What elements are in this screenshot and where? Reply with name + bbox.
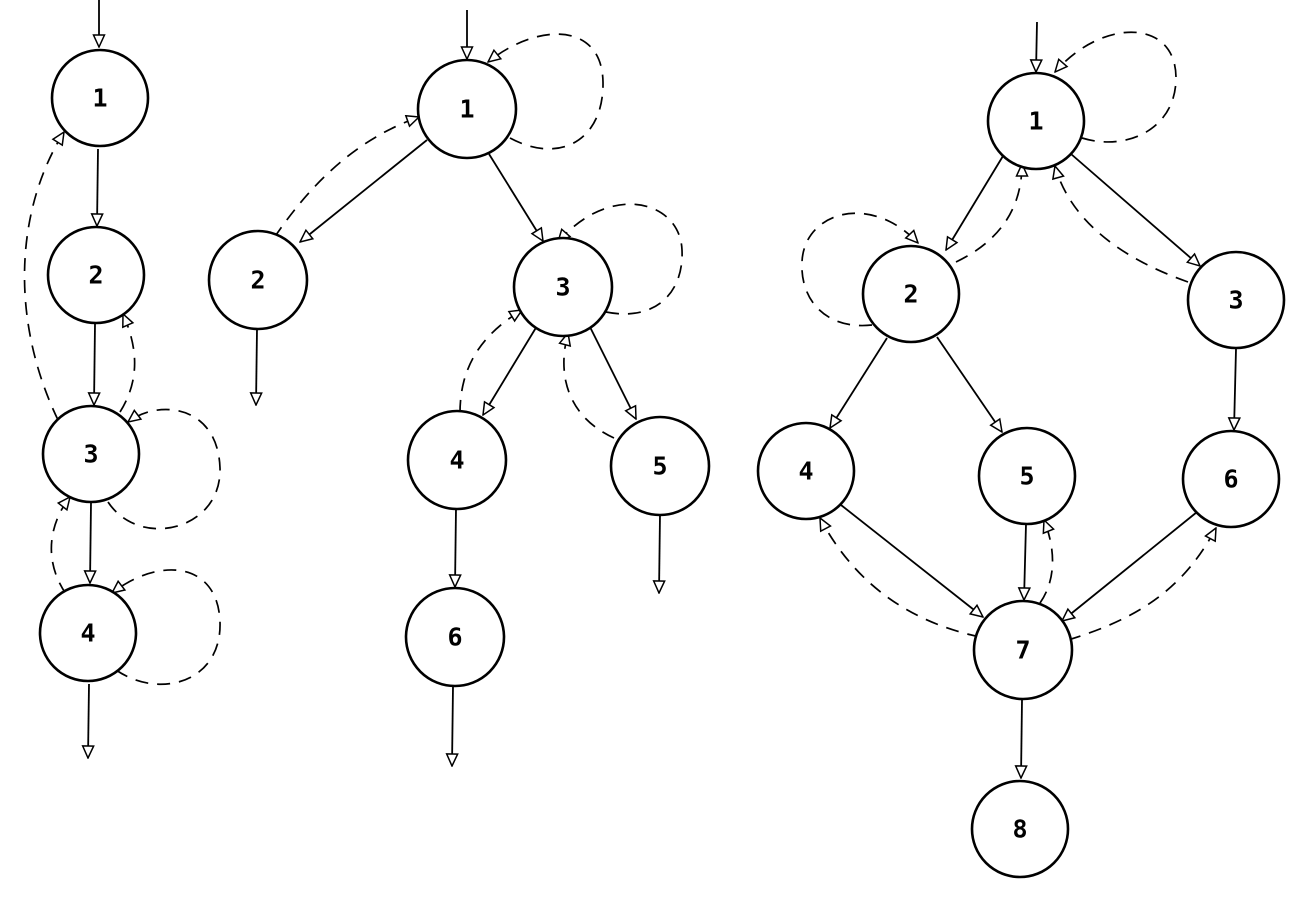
graph-right-node-1: 1 bbox=[986, 71, 1086, 171]
edge-2-5 bbox=[936, 336, 1002, 432]
edge-1-1-dashed bbox=[488, 33, 604, 150]
node-label: 5 bbox=[652, 452, 667, 481]
node-label: 4 bbox=[80, 619, 95, 648]
edge-4-3-dashed bbox=[50, 497, 70, 595]
graph-middle-node-2: 2 bbox=[207, 229, 309, 331]
edge-5-exit bbox=[659, 513, 660, 593]
graph-right-node-7: 7 bbox=[972, 599, 1074, 701]
node-label: 7 bbox=[1015, 636, 1030, 665]
edge-3-5 bbox=[588, 324, 636, 419]
graph-middle-node-6: 6 bbox=[404, 586, 506, 688]
edge-7-8 bbox=[1021, 699, 1022, 778]
graph-right-node-4: 4 bbox=[756, 421, 856, 521]
graph-middle-node-4: 4 bbox=[406, 409, 508, 511]
graph-left-node-4: 4 bbox=[38, 583, 138, 683]
edge-1-2 bbox=[946, 155, 1004, 250]
node-label: 4 bbox=[798, 457, 813, 486]
node-label: 4 bbox=[449, 446, 464, 475]
edge-2-1-dashed bbox=[955, 164, 1022, 263]
node-label: 1 bbox=[92, 84, 107, 113]
edge-3-6 bbox=[1234, 348, 1236, 430]
node-label: 5 bbox=[1019, 462, 1034, 491]
edge-4-4-dashed bbox=[112, 569, 221, 685]
edge-2-4 bbox=[830, 337, 888, 428]
edge-1-2 bbox=[97, 148, 98, 226]
edge-1-2 bbox=[300, 139, 428, 242]
node-label: 6 bbox=[1223, 465, 1238, 494]
edge-7-6-dashed bbox=[1067, 528, 1216, 641]
node-label: 3 bbox=[1228, 286, 1243, 315]
edge-4-7 bbox=[840, 504, 983, 617]
graph-right-node-8: 8 bbox=[970, 779, 1070, 879]
edge-3-1-dashed bbox=[1055, 166, 1189, 283]
edge-2-3 bbox=[94, 323, 95, 405]
graph-middle-node-5: 5 bbox=[609, 415, 711, 517]
edge-3-4 bbox=[483, 325, 538, 415]
edge-5-7 bbox=[1024, 523, 1026, 600]
edge-4-6 bbox=[455, 507, 456, 587]
edge-6-exit bbox=[452, 685, 453, 766]
graph-right-node-3: 3 bbox=[1186, 250, 1286, 350]
edge-6-7 bbox=[1062, 511, 1198, 621]
graph-right-node-5: 5 bbox=[977, 426, 1077, 526]
graph-right-node-6: 6 bbox=[1181, 429, 1281, 529]
edge-4-exit bbox=[88, 683, 89, 758]
edge-2-2-dashed bbox=[801, 212, 918, 327]
graph-middle: 1 2 3 4 5 6 bbox=[207, 10, 711, 766]
edge-7-5-dashed bbox=[1039, 520, 1053, 604]
graph-middle-node-3: 3 bbox=[512, 236, 614, 338]
graph-right-node-2: 2 bbox=[861, 244, 961, 344]
node-label: 3 bbox=[83, 440, 98, 469]
edge-7-4-dashed bbox=[820, 518, 981, 638]
edge-5-3-dashed bbox=[564, 333, 615, 439]
edge-entry-1 bbox=[1036, 21, 1037, 72]
edge-3-3-dashed bbox=[107, 408, 221, 530]
edge-4-3-dashed bbox=[459, 310, 522, 414]
edge-2-1-dashed bbox=[273, 117, 419, 239]
graph-left: 1 2 3 4 bbox=[23, 0, 221, 758]
graph-left-node-3: 3 bbox=[41, 404, 141, 504]
node-label: 2 bbox=[903, 280, 918, 309]
edge-3-4 bbox=[90, 502, 91, 583]
graph-right: 1 2 3 4 5 6 7 8 bbox=[756, 21, 1286, 879]
node-label: 1 bbox=[1028, 107, 1043, 136]
node-label: 6 bbox=[447, 623, 462, 652]
graph-left-node-1: 1 bbox=[50, 48, 150, 148]
edge-1-3 bbox=[488, 153, 543, 241]
edge-3-3-dashed bbox=[558, 203, 683, 315]
node-label: 2 bbox=[250, 266, 265, 295]
node-label: 2 bbox=[88, 261, 103, 290]
edge-1-1-dashed bbox=[1055, 31, 1177, 143]
graph-left-node-2: 2 bbox=[46, 225, 146, 325]
edge-2-exit bbox=[256, 328, 257, 405]
graph-middle-node-1: 1 bbox=[416, 58, 518, 160]
edge-1-3 bbox=[1070, 153, 1200, 266]
node-label: 3 bbox=[555, 273, 570, 302]
edge-3-2-dashed bbox=[119, 314, 136, 413]
node-label: 8 bbox=[1012, 815, 1027, 844]
node-label: 1 bbox=[459, 95, 474, 124]
edge-3-1-dashed bbox=[23, 132, 64, 421]
